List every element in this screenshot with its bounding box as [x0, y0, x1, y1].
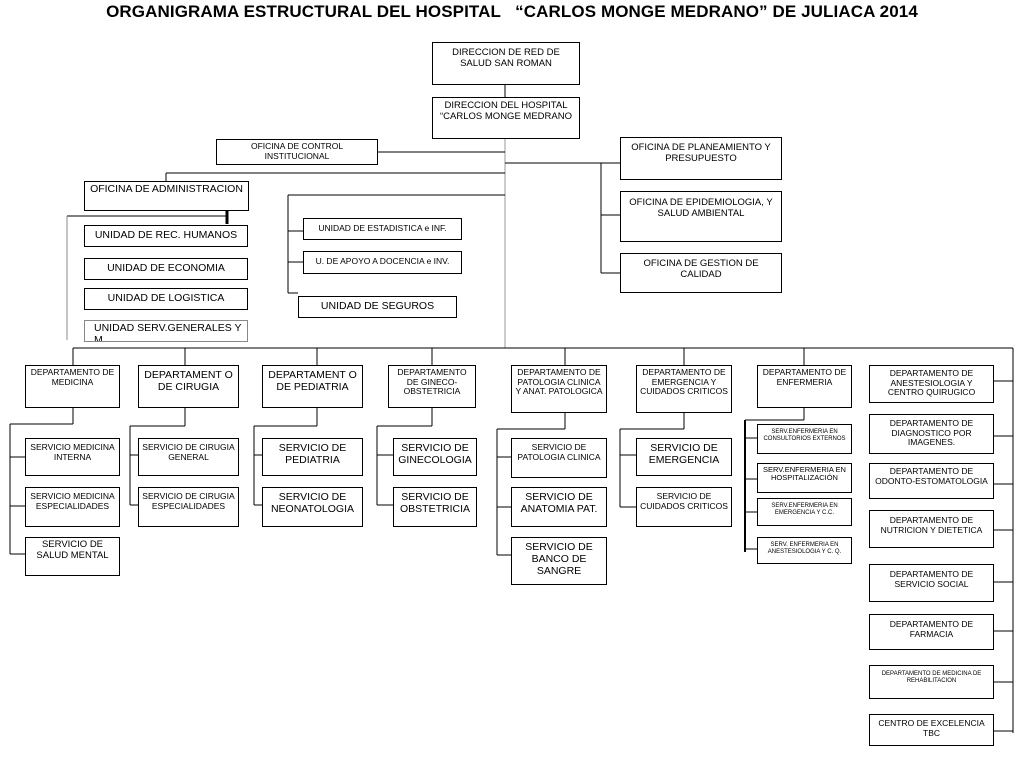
- enf-hospitalizacion-box: SERV.ENFERMERIA EN HOSPITALIZACIÓN: [757, 463, 852, 493]
- serv-cuidados-box: SERVICIO DE CUIDADOS CRITICOS: [636, 487, 732, 527]
- logistica-box: UNIDAD DE LOGISTICA: [84, 288, 248, 310]
- economia-box: UNIDAD DE ECONOMIA: [84, 258, 248, 280]
- dep-diagnostico-box: DEPARTAMENTO DE DIAGNOSTICO POR IMAGENES…: [869, 414, 994, 454]
- serv-pat-clinica-box: SERVICIO DE PATOLOGIA CLINICA: [511, 438, 607, 478]
- rec-humanos-box: UNIDAD DE REC. HUMANOS: [84, 225, 248, 247]
- serv-cir-general-box: SERVICIO DE CIRUGIA GENERAL: [138, 438, 239, 476]
- control-institucional-box: OFICINA DE CONTROL INSTITUCIONAL: [216, 139, 378, 165]
- serv-neonatologia-box: SERVICIO DE NEONATOLOGIA: [262, 487, 363, 527]
- dep-cirugia-box: DEPARTAMENT O DE CIRUGIA: [138, 365, 239, 408]
- centro-tbc-box: CENTRO DE EXCELENCIA TBC: [869, 714, 994, 746]
- dep-patologia-box: DEPARTAMENTO DE PATOLOGIA CLINICA Y ANAT…: [511, 365, 607, 413]
- dep-gineco-box: DEPARTAMENTO DE GINECO-OBSTETRICIA: [388, 365, 476, 408]
- serv-ginecologia-box: SERVICIO DE GINECOLOGIA: [393, 438, 477, 476]
- serv-generales-box: UNIDAD SERV.GENERALES Y M.: [84, 320, 248, 342]
- serv-med-especialidades-box: SERVICIO MEDICINA ESPECIALIDADES: [25, 487, 120, 527]
- dep-farmacia-box: DEPARTAMENTO DE FARMACIA: [869, 614, 994, 650]
- serv-emergencia-box: SERVICIO DE EMERGENCIA: [636, 438, 732, 476]
- dep-anestesiologia-box: DEPARTAMENTO DE ANESTESIOLOGIA Y CENTRO …: [869, 365, 994, 403]
- enf-consultorios-box: SERV.ENFERMERIA EN CONSULTORIOS EXTERNOS: [757, 424, 852, 454]
- serv-banco-sangre-box: SERVICIO DE BANCO DE SANGRE: [511, 537, 607, 585]
- dep-pediatria-box: DEPARTAMENT O DE PEDIATRIA: [262, 365, 363, 408]
- gestion-calidad-box: OFICINA DE GESTION DE CALIDAD: [620, 253, 782, 293]
- planeamiento-box: OFICINA DE PLANEAMIENTO Y PRESUPUESTO: [620, 137, 782, 180]
- serv-obstetricia-box: SERVICIO DE OBSTETRICIA: [393, 487, 477, 527]
- red-salud-box: DIRECCION DE RED DE SALUD SAN ROMAN: [432, 42, 580, 85]
- epidemiologia-box: OFICINA DE EPIDEMIOLOGIA, Y SALUD AMBIEN…: [620, 191, 782, 242]
- serv-salud-mental-box: SERVICIO DE SALUD MENTAL: [25, 537, 120, 576]
- apoyo-docencia-box: U. DE APOYO A DOCENCIA e INV.: [303, 251, 462, 274]
- dep-rehabilitacion-box: DEPARTAMENTO DE MEDICINA DE REHABILITACI…: [869, 665, 994, 699]
- dep-odonto-box: DEPARTAMENTO DE ODONTO-ESTOMATOLOGIA: [869, 463, 994, 499]
- serv-pediatria-box: SERVICIO DE PEDIATRIA: [262, 438, 363, 476]
- dep-emergencia-box: DEPARTAMENTO DE EMERGENCIA Y CUIDADOS CR…: [636, 365, 732, 413]
- seguros-box: UNIDAD DE SEGUROS: [298, 296, 457, 318]
- estadistica-box: UNIDAD DE ESTADISTICA e INF.: [303, 218, 462, 240]
- serv-anat-pat-box: SERVICIO DE ANATOMIA PAT.: [511, 487, 607, 527]
- serv-cir-especialidades-box: SERVICIO DE CIRUGIA ESPECIALIDADES: [138, 487, 239, 527]
- dep-servicio-social-box: DEPARTAMENTO DE SERVICIO SOCIAL: [869, 564, 994, 602]
- administracion-box: OFICINA DE ADMINISTRACION: [84, 181, 249, 211]
- enf-anestesiologia-box: SERV. ENFERMERIA EN ANESTESIOLOGIA Y C. …: [757, 537, 852, 564]
- dep-medicina-box: DEPARTAMENTO DE MEDICINA: [25, 365, 120, 408]
- direccion-hospital-box: DIRECCION DEL HOSPITAL “CARLOS MONGE MED…: [432, 97, 580, 139]
- enf-emergencia-box: SERV.ENFERMERIA EN EMERGENCIA Y C.C.: [757, 498, 852, 526]
- dep-nutricion-box: DEPARTAMENTO DE NUTRICION Y DIETETICA: [869, 510, 994, 548]
- serv-med-interna-box: SERVICIO MEDICINA INTERNA: [25, 438, 120, 476]
- page-title: ORGANIGRAMA ESTRUCTURAL DEL HOSPITAL “CA…: [106, 2, 918, 21]
- dep-enfermeria-box: DEPARTAMENTO DE ENFERMERIA: [757, 365, 852, 408]
